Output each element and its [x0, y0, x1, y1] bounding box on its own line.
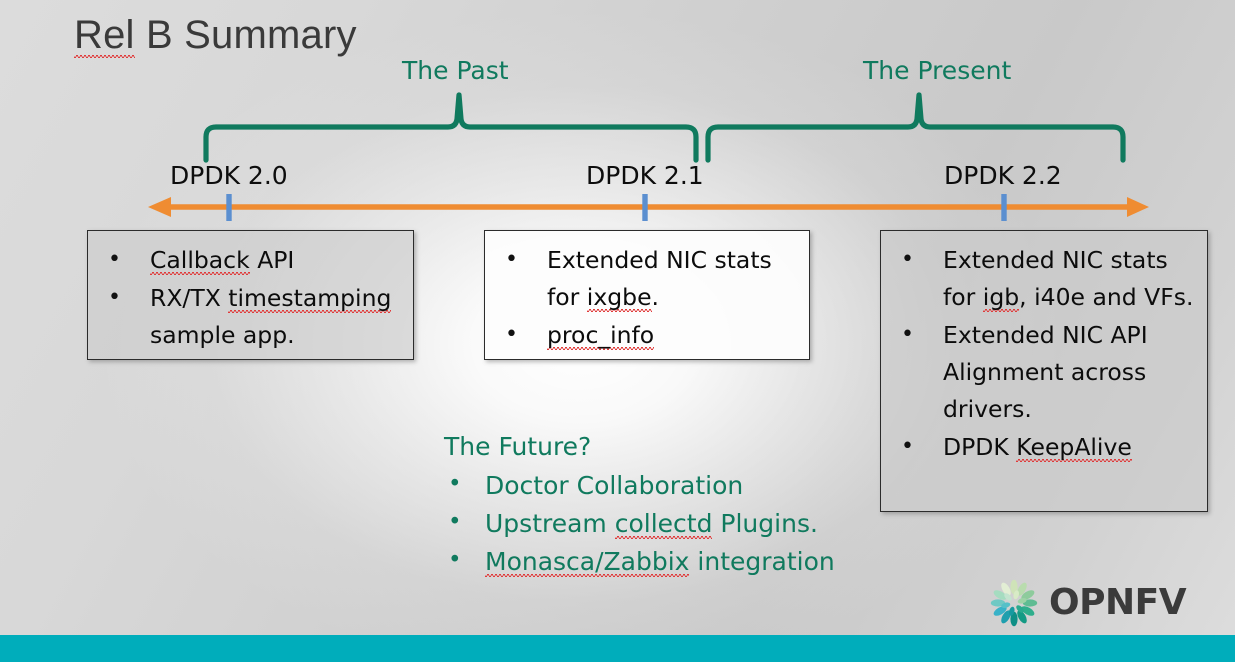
misspelled-word: KeepAlive [1016, 433, 1132, 461]
text-run: sample app. [150, 321, 295, 349]
bottom-accent-bar [0, 635, 1235, 662]
misspelled-word: collectd [614, 509, 713, 538]
page-title: Rel B Summary [74, 13, 357, 58]
title-misspelled-word: Rel [74, 13, 135, 57]
misspelled-word: Callback [150, 246, 250, 274]
text-run: Extended NIC stats for [547, 246, 772, 311]
opnfv-logo: OPNFV [988, 578, 1187, 628]
list-item: Callback API [102, 241, 403, 279]
list-item: Extended NIC stats for igb, i40e and VFs… [895, 241, 1197, 316]
bullet-list: Extended NIC stats for ixgbe. proc_info [485, 231, 809, 354]
misspelled-word: ixgbe [586, 283, 652, 311]
misspelled-word: Monasca/Zabbix [485, 547, 690, 576]
list-item: Doctor Collaboration [444, 465, 874, 505]
content-box-dpdk-2-2: Extended NIC stats for igb, i40e and VFs… [880, 230, 1208, 512]
list-item: Extended NIC API Alignment across driver… [895, 316, 1197, 428]
text-run: integration [689, 547, 835, 576]
text-run: DPDK [943, 433, 1017, 461]
misspelled-word: timestamping [228, 284, 392, 312]
brace-label-present: The Present [863, 56, 1012, 85]
text-run: API [249, 246, 295, 274]
list-item: Upstream collectd Plugins. [444, 503, 874, 543]
text-run: . [651, 283, 660, 311]
text-run: RX/TX [150, 284, 229, 312]
list-item: Monasca/Zabbix integration [444, 541, 874, 581]
list-item: proc_info [499, 316, 799, 354]
text-run: Extended NIC stats for [943, 246, 1168, 311]
brace-label-past: The Past [402, 56, 509, 85]
milestone-label-dpdk-2-2: DPDK 2.2 [944, 161, 1062, 190]
text-run: , i40e and VFs. [1019, 283, 1194, 311]
future-heading: The Future? [444, 432, 592, 461]
bullet-list: Callback APIRX/TX timestamping sample ap… [88, 231, 413, 354]
opnfv-pinwheel-icon [990, 579, 1038, 627]
future-bullet-list: Doctor CollaborationUpstream collectd Pl… [444, 465, 874, 581]
brace-past-icon [203, 92, 699, 163]
text-run: Plugins. [712, 509, 818, 538]
content-box-dpdk-2-0: Callback APIRX/TX timestamping sample ap… [87, 230, 414, 360]
misspelled-word: igb [982, 283, 1020, 311]
milestone-label-dpdk-2-1: DPDK 2.1 [586, 161, 704, 190]
list-item: Extended NIC stats for ixgbe. [499, 241, 799, 316]
text-run: Doctor Collaboration [485, 471, 744, 500]
timeline-arrow-right-icon [1127, 197, 1149, 217]
title-rest: B Summary [134, 13, 357, 57]
timeline-arrow-left-icon [148, 197, 171, 217]
text-run: Upstream [485, 509, 615, 538]
text-run: Extended NIC API Alignment across driver… [943, 321, 1148, 423]
bullet-list: Extended NIC stats for igb, i40e and VFs… [881, 231, 1207, 466]
misspelled-word: proc_info [547, 321, 655, 349]
content-box-dpdk-2-1: Extended NIC stats for ixgbe. proc_info [484, 230, 810, 360]
list-item: RX/TX timestamping sample app. [102, 279, 403, 354]
future-section: The Future? Doctor CollaborationUpstream… [444, 431, 874, 581]
opnfv-wordmark: OPNFV [1049, 582, 1187, 623]
milestone-label-dpdk-2-0: DPDK 2.0 [170, 161, 288, 190]
list-item: DPDK KeepAlive [895, 428, 1197, 466]
brace-present-icon [705, 92, 1126, 163]
